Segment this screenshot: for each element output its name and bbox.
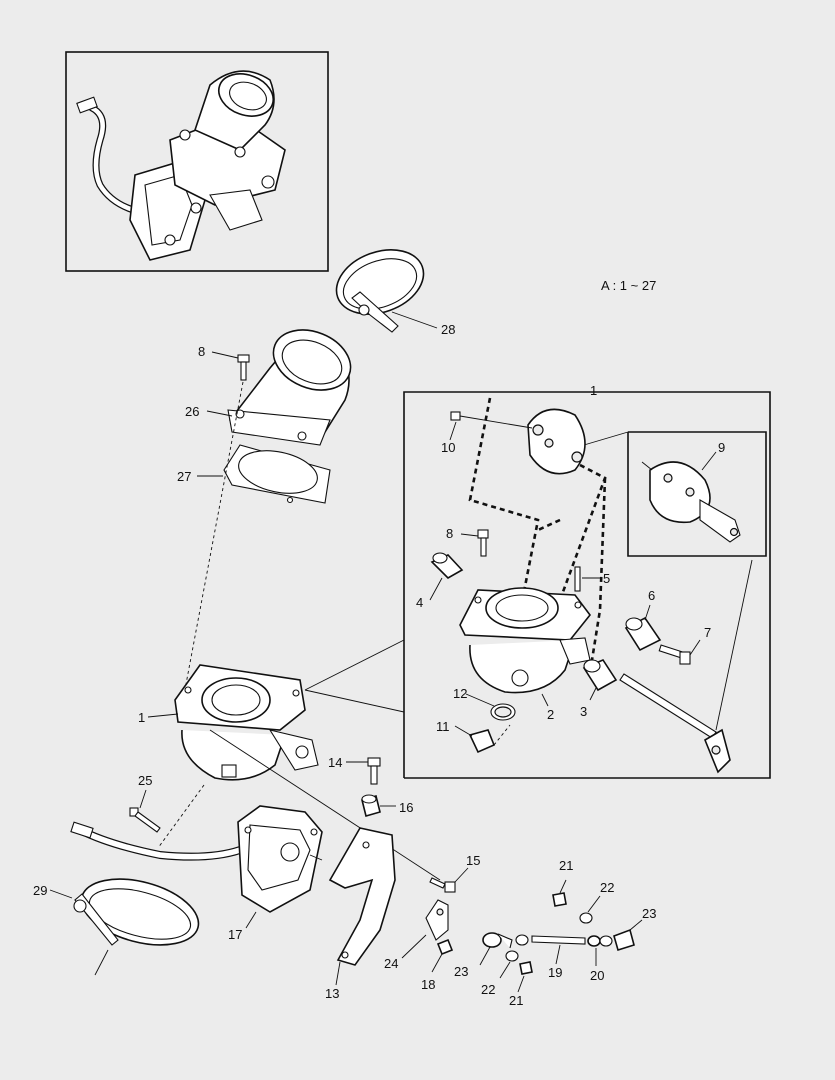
throttle-body-1 (174, 664, 319, 781)
actuator-17 (237, 805, 323, 913)
rod-end-right-23 (599, 928, 635, 952)
callout-22-top: 22 (600, 880, 614, 895)
callout-23-left: 23 (454, 964, 468, 979)
bushing-6 (624, 616, 662, 652)
callout-6: 6 (648, 588, 655, 603)
callout-13: 13 (325, 986, 339, 1001)
callout-7: 7 (704, 625, 711, 640)
nut-18 (436, 938, 454, 956)
callout-22-bottom: 22 (481, 982, 495, 997)
rod-end-left-23 (482, 932, 513, 949)
callout-18: 18 (421, 977, 435, 992)
callout-21-bottom: 21 (509, 993, 523, 1008)
bolt-15 (429, 877, 456, 893)
callout-5: 5 (603, 571, 610, 586)
bolt-14 (367, 757, 381, 785)
plug-11 (468, 724, 511, 754)
callout-21-top: 21 (559, 858, 573, 873)
callout-27: 27 (177, 469, 191, 484)
bracket-13 (328, 827, 396, 966)
callout-29: 29 (33, 883, 47, 898)
callout-25: 25 (138, 773, 152, 788)
callout-2: 2 (547, 707, 554, 722)
detail-box-9 (583, 431, 767, 557)
callout-23-right: 23 (642, 906, 656, 921)
callout-8-detail: 8 (446, 526, 453, 541)
rod-19 (515, 934, 586, 946)
bolt-7 (658, 644, 691, 665)
shaft-lever (619, 559, 753, 774)
callout-11: 11 (436, 719, 450, 734)
lever-plate-9 (641, 461, 741, 543)
washer-22-top (579, 912, 593, 924)
lever-plate-detail (527, 408, 586, 475)
nut-21-bottom (519, 961, 533, 975)
nut-20 (587, 935, 601, 947)
callout-14: 14 (328, 755, 342, 770)
throttle-body-2 (459, 587, 592, 694)
callout-17: 17 (228, 927, 242, 942)
washer-22-bottom (505, 950, 519, 962)
link-24 (425, 899, 449, 941)
callout-1-main: 1 (138, 710, 145, 725)
screw-10 (450, 411, 533, 429)
callout-1-box: 1 (590, 383, 597, 398)
spacer-16 (361, 794, 381, 817)
callout-28: 28 (441, 322, 455, 337)
callout-10: 10 (441, 440, 455, 455)
callout-24: 24 (384, 956, 398, 971)
bolt-8-detail (477, 529, 489, 557)
callout-3: 3 (580, 704, 587, 719)
inlet-elbow-26 (227, 329, 352, 446)
bolt-8-top (237, 354, 250, 381)
callout-8-top: 8 (198, 344, 205, 359)
bushing-4 (430, 552, 464, 579)
bolt-25 (129, 807, 161, 833)
assembly-range-legend: A : 1 ~ 27 (601, 278, 656, 293)
nut-21-top (552, 892, 567, 907)
bushing-3 (582, 659, 618, 692)
pin-5 (574, 566, 581, 592)
callout-20: 20 (590, 968, 604, 983)
callout-4: 4 (416, 595, 423, 610)
callout-12: 12 (453, 686, 467, 701)
callout-26: 26 (185, 404, 199, 419)
gasket-27 (223, 444, 331, 504)
assembly-inset-frame (65, 51, 329, 272)
assembly-inset (65, 51, 329, 272)
callout-15: 15 (466, 853, 480, 868)
callout-19: 19 (548, 965, 562, 980)
callout-16: 16 (399, 800, 413, 815)
clamp-29 (73, 878, 200, 976)
clamp-28 (335, 249, 425, 333)
detail-box-1 (403, 391, 771, 779)
callout-9: 9 (718, 440, 725, 455)
o-ring-12 (490, 703, 516, 721)
detail-box-frame (403, 391, 771, 779)
